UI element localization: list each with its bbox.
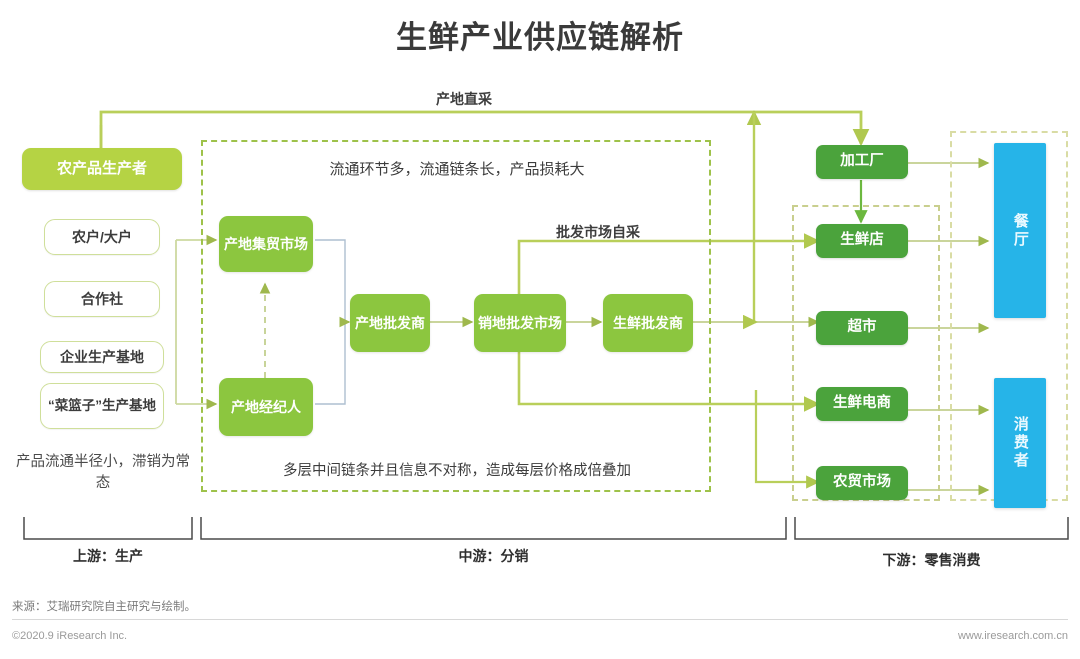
stage-brackets <box>23 517 1069 540</box>
node-farmer-household[interactable]: 农户/大户 <box>44 219 160 255</box>
node-cooperative[interactable]: 合作社 <box>44 281 160 317</box>
node-origin-broker-label: 产地经纪人 <box>231 398 301 415</box>
flow-label-direct-sourcing: 产地直采 <box>436 91 492 107</box>
upstream-note: 产品流通半径小，滞销为常态 <box>16 454 190 492</box>
retail-region-frame <box>792 205 940 501</box>
node-consumer[interactable]: 消费者 <box>994 378 1046 508</box>
source-note: 来源：艾瑞研究院自主研究与绘制。 <box>12 601 196 613</box>
copyright-text: ©2020.9 iResearch Inc. <box>12 630 128 642</box>
node-farmer-household-label: 农户/大户 <box>72 228 132 245</box>
node-producer[interactable]: 农产品生产者 <box>22 148 182 190</box>
node-origin-wholesaler-label: 产地批发商 <box>355 314 425 331</box>
node-origin-wholesaler[interactable]: 产地批发商 <box>350 294 430 352</box>
website-url: www.iresearch.com.cn <box>957 630 1068 642</box>
flow-label-wholesale-self-sourcing: 批发市场自采 <box>556 224 640 240</box>
node-fresh-store-label: 生鲜店 <box>840 232 884 249</box>
node-enterprise-base[interactable]: 企业生产基地 <box>40 341 164 373</box>
node-fresh-ecommerce[interactable]: 生鲜电商 <box>816 387 908 421</box>
node-cooperative-label: 合作社 <box>81 290 123 307</box>
stage-label-downstream: 下游：零售消费 <box>882 552 981 568</box>
stage-label-midstream: 中游：分销 <box>458 548 529 564</box>
node-supermarket-label: 超市 <box>847 319 877 336</box>
midstream-region-frame <box>201 140 711 492</box>
midstream-bottom-note: 多层中间链条并且信息不对称，造成每层价格成倍叠加 <box>283 463 631 479</box>
node-fresh-wholesaler-label: 生鲜批发商 <box>613 314 683 331</box>
node-supermarket[interactable]: 超市 <box>816 311 908 345</box>
footer-divider <box>12 619 1068 620</box>
node-origin-market-label: 产地集贸市场 <box>224 235 308 252</box>
node-producer-label: 农产品生产者 <box>56 160 147 178</box>
node-fresh-store[interactable]: 生鲜店 <box>816 224 908 258</box>
node-processing-plant[interactable]: 加工厂 <box>816 145 908 179</box>
node-enterprise-base-label: 企业生产基地 <box>60 348 144 365</box>
node-fresh-wholesaler[interactable]: 生鲜批发商 <box>603 294 693 352</box>
node-vegetable-basket-base[interactable]: “菜篮子”生产基地 <box>40 383 164 429</box>
node-sales-wholesale-market-label: 销地批发市场 <box>478 314 562 331</box>
stage-label-upstream: 上游：生产 <box>73 548 143 564</box>
node-origin-market[interactable]: 产地集贸市场 <box>219 216 313 272</box>
node-origin-broker[interactable]: 产地经纪人 <box>219 378 313 436</box>
node-consumer-label: 消费者 <box>1011 416 1029 470</box>
node-restaurant-label: 餐厅 <box>1011 212 1029 249</box>
midstream-top-note: 流通环节多，流通链条长，产品损耗大 <box>329 161 585 178</box>
node-fresh-ecommerce-label: 生鲜电商 <box>833 395 891 412</box>
node-vegetable-basket-base-label: “菜篮子”生产基地 <box>48 398 156 414</box>
node-sales-wholesale-market[interactable]: 销地批发市场 <box>474 294 566 352</box>
node-restaurant[interactable]: 餐厅 <box>994 143 1046 318</box>
node-processing-plant-label: 加工厂 <box>840 153 884 170</box>
node-farmers-market-label: 农贸市场 <box>833 474 891 491</box>
page-title: 生鲜产业供应链解析 <box>396 20 684 55</box>
node-farmers-market[interactable]: 农贸市场 <box>816 466 908 500</box>
